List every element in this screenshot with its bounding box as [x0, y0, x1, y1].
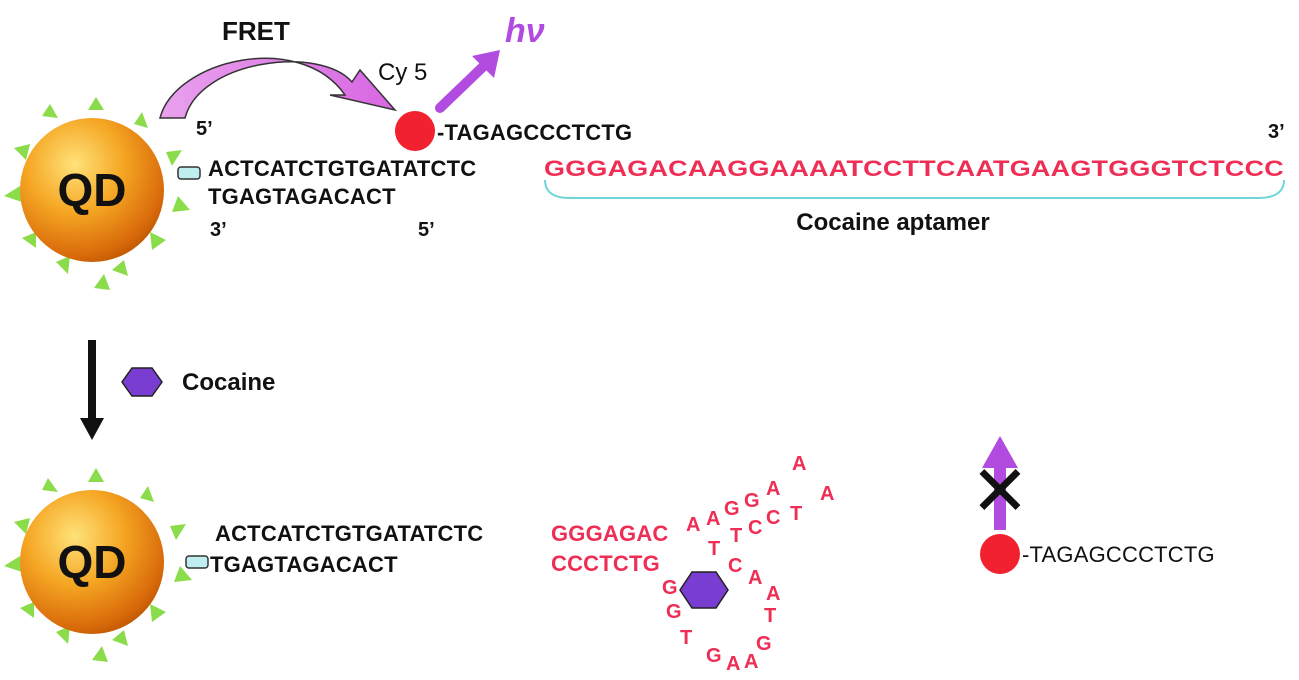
loop-base-letter: G — [724, 498, 740, 520]
cross-icon: ✕ — [971, 452, 1030, 530]
loop-base-letter: T — [790, 503, 802, 525]
loop-base-letter: C — [766, 507, 780, 529]
aptamer-stem-bottom: CCCTCTG — [551, 551, 660, 576]
loop-base-letter: A — [792, 453, 806, 475]
loop-base-letter: A — [820, 483, 834, 505]
blocked-emission-arrow — [982, 436, 1018, 530]
cy5-label: Cy 5 — [378, 59, 427, 86]
probe-strand: -TAGAGCCCTCTG — [437, 120, 632, 145]
linker-strand-bottom: ACTCATCTGTGATATCTC — [215, 521, 483, 546]
loop-base-letter: A — [726, 653, 740, 675]
cy5-dye — [395, 111, 435, 151]
bound-cocaine-icon — [679, 571, 729, 609]
five-prime-left: 5’ — [196, 118, 213, 140]
loop-base-letter: T — [730, 525, 742, 547]
aptamer-bracket — [544, 179, 1285, 199]
linker-anchor-bottom — [185, 555, 209, 569]
released-cy5-dye — [980, 534, 1020, 574]
three-prime-left: 3’ — [210, 219, 227, 241]
loop-base-letter: A — [748, 567, 762, 589]
loop-base-letter: A — [766, 583, 780, 605]
released-probe: -TAGAGCCCTCTG — [1022, 542, 1215, 567]
five-prime-mid: 5’ — [418, 219, 435, 241]
loop-base-letter: A — [686, 514, 700, 536]
three-prime-right: 3’ — [1268, 121, 1285, 143]
loop-base-letter: G — [662, 577, 678, 599]
aptamer-stem-top: GGGAGAC — [551, 521, 669, 546]
quantum-dot-bottom: QD — [4, 468, 209, 662]
loop-base-letter: T — [708, 538, 720, 560]
loop-base-letter: T — [764, 605, 776, 627]
loop-base-letter: A — [744, 651, 758, 673]
cocaine-label: Cocaine — [182, 369, 275, 396]
loop-base-letter: A — [706, 508, 720, 530]
loop-base-letter: C — [748, 517, 762, 539]
hv-label: hν — [505, 12, 545, 50]
loop-base-letter: G — [706, 645, 722, 667]
cocaine-molecule-icon — [121, 367, 163, 397]
aptamer-strand-top: GGGAGACAAGGAAAATCCTTCAATGAAGTGGGTCTCCC — [544, 156, 1284, 181]
complement-strand-top: TGAGTAGACACT — [208, 184, 396, 209]
quantum-dot-top: QD — [4, 97, 201, 290]
fret-label: FRET — [222, 16, 290, 46]
loop-base-letter: G — [666, 601, 682, 623]
loop-base-letter: G — [744, 490, 760, 512]
surface-ligands-bottom — [4, 468, 192, 662]
linker-strand-top: ACTCATCTGTGATATCTC — [208, 156, 476, 181]
qd-label-top: QD — [58, 164, 127, 216]
aptamer-caption: Cocaine aptamer — [796, 209, 989, 236]
loop-base-letter: A — [766, 478, 780, 500]
loop-base-letter: C — [728, 555, 742, 577]
loop-base-letter: G — [756, 633, 772, 655]
linker-anchor-top — [177, 166, 201, 180]
emission-arrow — [435, 50, 500, 113]
qd-label-bottom: QD — [58, 536, 127, 588]
fret-arrow — [159, 57, 398, 119]
complement-strand-bottom: TGAGTAGACACT — [210, 552, 398, 577]
loop-base-letter: T — [680, 627, 692, 649]
surface-ligands-top — [4, 97, 190, 290]
reaction-arrow — [80, 340, 104, 440]
